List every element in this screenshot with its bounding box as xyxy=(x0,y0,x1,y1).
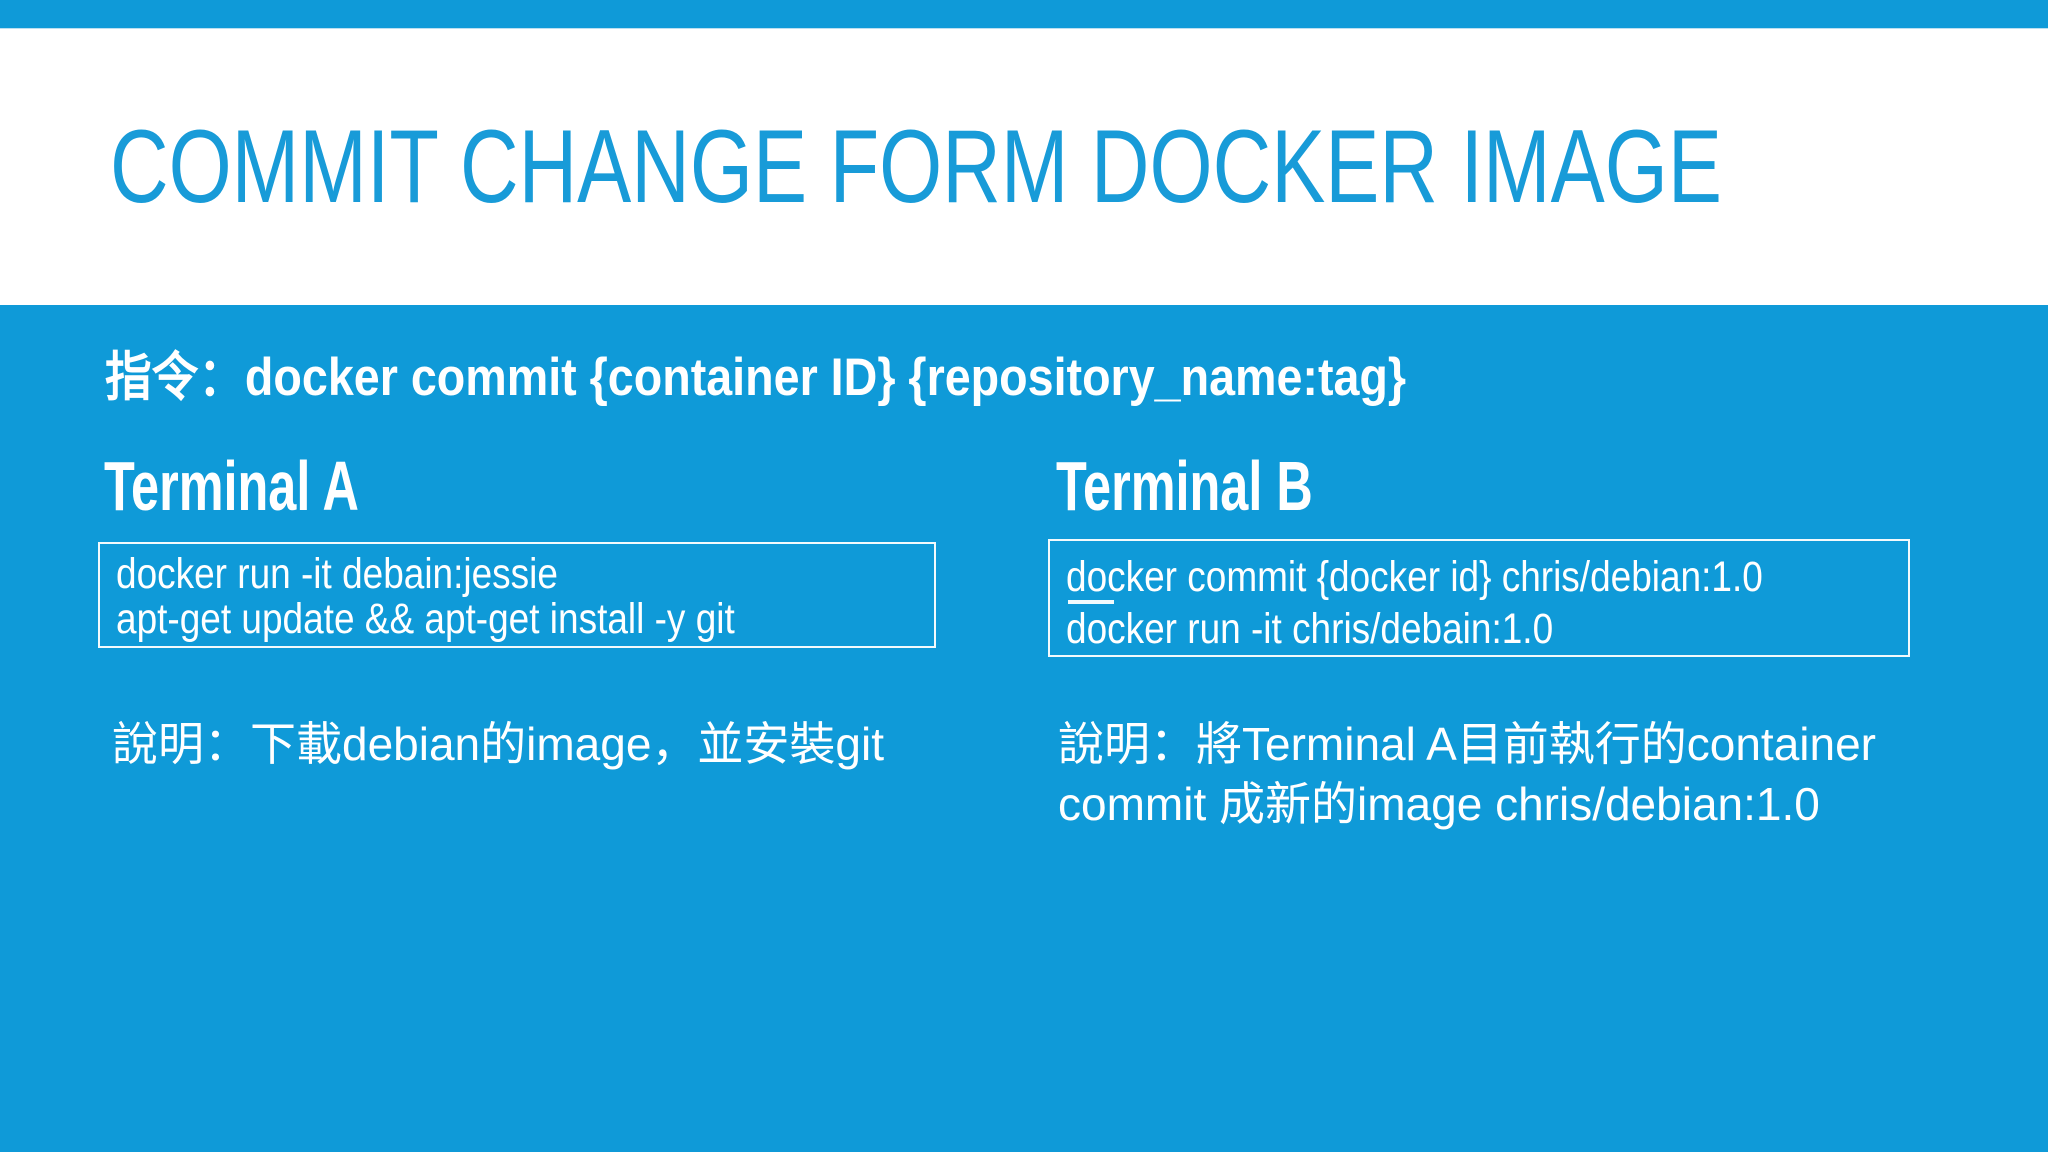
page-title: COMMIT CHANGE FORM DOCKER IMAGE xyxy=(110,115,2048,219)
terminal-a-code-line-2: apt-get update && apt-get install -y git xyxy=(116,597,918,642)
command-line-text: 指令：docker commit {container ID} {reposit… xyxy=(105,348,1407,407)
terminal-b-code-line-1-text: docker commit {docker id} chris/debian:1… xyxy=(1066,553,1763,601)
command-line: 指令：docker commit {container ID} {reposit… xyxy=(105,346,1584,410)
terminal-a-explanation-line-1: 說明：下載debian的image，並安裝git xyxy=(112,718,885,770)
terminal-a-explanation: 說明：下載debian的image，並安裝git xyxy=(112,714,1012,774)
terminal-a-heading-text: Terminal A xyxy=(104,447,359,525)
terminal-a-code-box: docker run -it debain:jessie apt-get upd… xyxy=(98,542,936,648)
terminal-b-explanation-line-2: commit 成新的image chris/debian:1.0 xyxy=(1058,778,1820,830)
page-title-text: COMMIT CHANGE FORM DOCKER IMAGE xyxy=(110,108,1722,225)
terminal-a-code-line-2-text: apt-get update && apt-get install -y git xyxy=(116,595,735,643)
terminal-b-code-line-2: docker run -it chris/debain:1.0 xyxy=(1066,603,1892,655)
terminal-b-explanation-line-1: 說明：將Terminal A目前執行的container xyxy=(1058,718,1876,770)
terminal-b-heading-text: Terminal B xyxy=(1056,447,1313,525)
terminal-a-code-line-1: docker run -it debain:jessie xyxy=(116,552,918,597)
terminal-b-code-box: docker commit {docker id} chris/debian:1… xyxy=(1048,539,1910,657)
terminal-a-heading: Terminal A xyxy=(104,444,458,528)
terminal-b-heading: Terminal B xyxy=(1056,444,1413,528)
title-band: COMMIT CHANGE FORM DOCKER IMAGE xyxy=(0,28,2048,305)
terminal-a-code-line-1-text: docker run -it debain:jessie xyxy=(116,550,558,598)
top-accent-bar xyxy=(0,0,2048,28)
terminal-b-code-line-1: docker commit {docker id} chris/debian:1… xyxy=(1066,551,1892,603)
terminal-b-code-line-2-text: docker run -it chris/debain:1.0 xyxy=(1066,605,1554,653)
spellcheck-underline-artifact xyxy=(1068,600,1114,604)
terminal-b-explanation: 說明：將Terminal A目前執行的container commit 成新的i… xyxy=(1058,714,1998,834)
